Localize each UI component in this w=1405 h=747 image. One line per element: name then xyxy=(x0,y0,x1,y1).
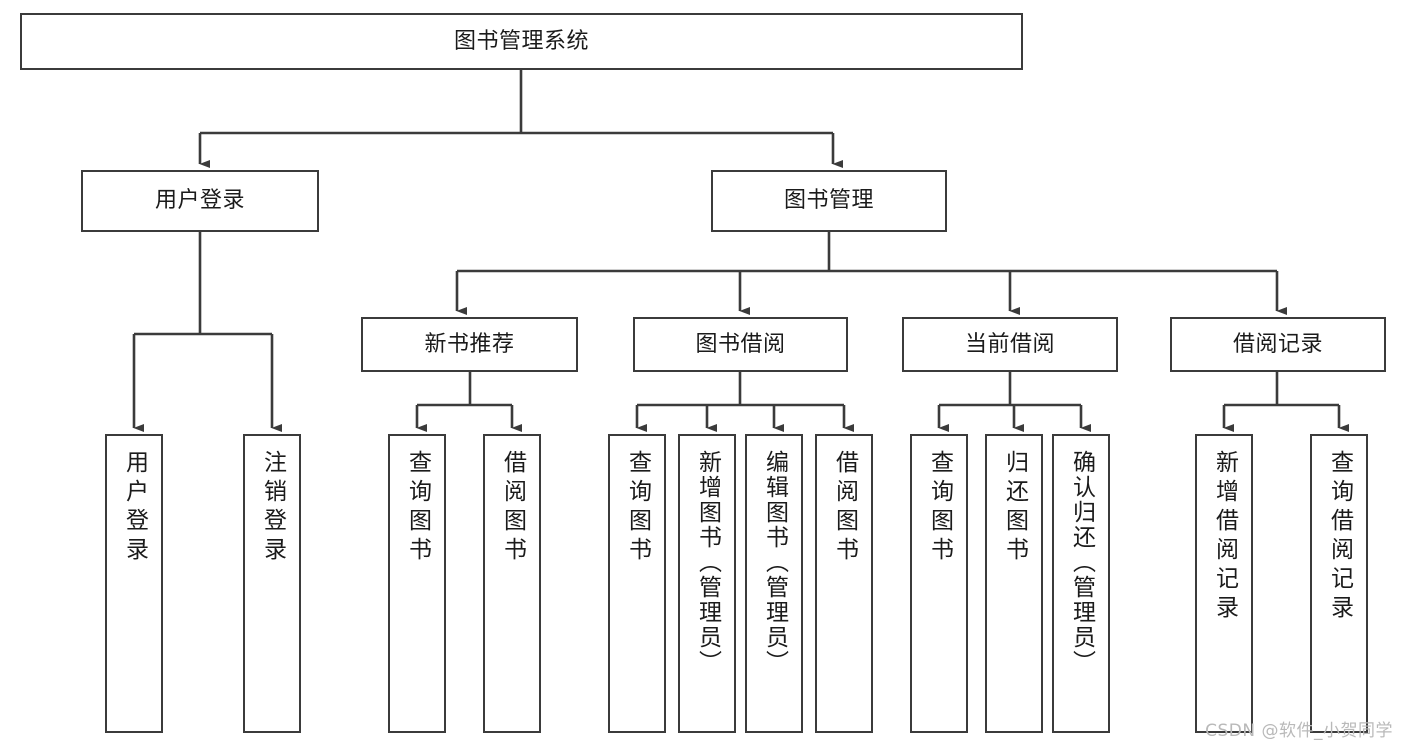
node-leaf-add-borrow-record[interactable]: 新增借阅记录 xyxy=(1195,434,1253,733)
node-leaf-borrow-book-label: 借阅图书 xyxy=(831,450,858,566)
node-leaf-edit-book-admin-label: 编辑图书（管理员） xyxy=(761,450,788,675)
node-root[interactable]: 图书管理系统 xyxy=(20,13,1023,70)
node-leaf-borrow-book-recommend-label: 借阅图书 xyxy=(499,450,526,566)
node-leaf-query-borrow-record-label: 查询借阅记录 xyxy=(1326,450,1353,624)
node-book-borrow-label: 图书借阅 xyxy=(695,331,786,357)
node-leaf-query-book-current[interactable]: 查询图书 xyxy=(910,434,968,733)
node-user-login-label: 用户登录 xyxy=(154,188,245,214)
node-new-book-recommend-label: 新书推荐 xyxy=(424,331,515,357)
node-leaf-add-book-admin-label: 新增图书（管理员） xyxy=(694,450,721,675)
node-leaf-user-login[interactable]: 用户登录 xyxy=(105,434,163,733)
node-leaf-query-book-borrow-label: 查询图书 xyxy=(624,450,651,566)
watermark: CSDN @软件_小贺同学 xyxy=(1205,721,1393,741)
node-leaf-return-book[interactable]: 归还图书 xyxy=(985,434,1043,733)
node-book-manage-label: 图书管理 xyxy=(783,188,874,214)
node-book-borrow[interactable]: 图书借阅 xyxy=(633,317,848,372)
node-leaf-query-book-current-label: 查询图书 xyxy=(926,450,953,566)
node-leaf-confirm-return-admin[interactable]: 确认归还（管理员） xyxy=(1052,434,1110,733)
node-leaf-add-book-admin[interactable]: 新增图书（管理员） xyxy=(678,434,736,733)
node-leaf-query-borrow-record[interactable]: 查询借阅记录 xyxy=(1310,434,1368,733)
node-user-login[interactable]: 用户登录 xyxy=(81,170,319,232)
node-new-book-recommend[interactable]: 新书推荐 xyxy=(361,317,578,372)
node-leaf-return-book-label: 归还图书 xyxy=(1001,450,1028,566)
node-borrow-record-label: 借阅记录 xyxy=(1232,331,1323,357)
node-leaf-edit-book-admin[interactable]: 编辑图书（管理员） xyxy=(745,434,803,733)
node-root-label: 图书管理系统 xyxy=(453,28,589,54)
node-current-borrow[interactable]: 当前借阅 xyxy=(902,317,1118,372)
node-leaf-borrow-book-recommend[interactable]: 借阅图书 xyxy=(483,434,541,733)
node-leaf-query-book-borrow[interactable]: 查询图书 xyxy=(608,434,666,733)
node-leaf-user-logout-label: 注销登录 xyxy=(259,450,286,566)
node-leaf-query-book-recommend-label: 查询图书 xyxy=(404,450,431,566)
node-leaf-query-book-recommend[interactable]: 查询图书 xyxy=(388,434,446,733)
node-leaf-borrow-book[interactable]: 借阅图书 xyxy=(815,434,873,733)
node-leaf-user-logout[interactable]: 注销登录 xyxy=(243,434,301,733)
node-leaf-add-borrow-record-label: 新增借阅记录 xyxy=(1211,450,1238,624)
node-current-borrow-label: 当前借阅 xyxy=(964,331,1055,357)
node-book-manage[interactable]: 图书管理 xyxy=(711,170,947,232)
node-leaf-user-login-label: 用户登录 xyxy=(121,450,148,566)
node-borrow-record[interactable]: 借阅记录 xyxy=(1170,317,1386,372)
node-leaf-confirm-return-admin-label: 确认归还（管理员） xyxy=(1068,450,1095,675)
